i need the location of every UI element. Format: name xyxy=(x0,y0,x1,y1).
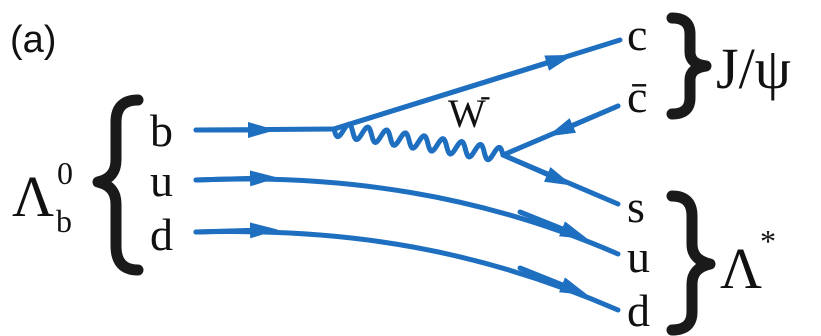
initial-quark-u: u xyxy=(150,155,173,206)
initial-brace xyxy=(92,94,144,276)
c-quark-arrow xyxy=(331,54,574,132)
w-boson-label: W xyxy=(448,91,486,136)
initial-hadron-symbol: Λ xyxy=(12,164,54,229)
w-boson-line xyxy=(331,121,506,163)
final-quark-d: d xyxy=(627,285,650,336)
w-boson-charge: - xyxy=(480,77,491,113)
d-quark-arrow-2 xyxy=(517,265,588,296)
initial-hadron-superscript: 0 xyxy=(57,155,73,191)
lambda-star-symbol: Λ xyxy=(720,236,762,301)
u-quark-arrow-2 xyxy=(517,209,588,240)
d-quark-arrow-1 xyxy=(193,222,278,239)
lambda-star-superscript: * xyxy=(760,223,776,259)
u-quark-line xyxy=(193,176,621,257)
cbar-quark-arrow xyxy=(547,103,621,137)
initial-hadron-subscript: b xyxy=(56,203,72,239)
final-quark-u: u xyxy=(627,231,650,282)
u-quark-arrow-1 xyxy=(193,170,278,187)
final-quark-s: s xyxy=(627,181,645,232)
jpsi-label: J/ψ xyxy=(716,36,791,101)
d-quark-line xyxy=(193,229,621,313)
initial-quark-d: d xyxy=(150,209,173,260)
lambda-star-label: Λ * xyxy=(720,223,776,301)
jpsi-brace xyxy=(666,12,712,120)
panel-label: (a) xyxy=(10,19,56,61)
final-quark-cbar: c̄ xyxy=(627,71,647,122)
initial-quark-b: b xyxy=(150,105,173,156)
initial-hadron-label: Λ b 0 xyxy=(12,155,73,239)
lambda-star-brace xyxy=(666,190,716,336)
final-quark-c: c xyxy=(627,9,647,60)
s-quark-arrow xyxy=(500,152,573,186)
